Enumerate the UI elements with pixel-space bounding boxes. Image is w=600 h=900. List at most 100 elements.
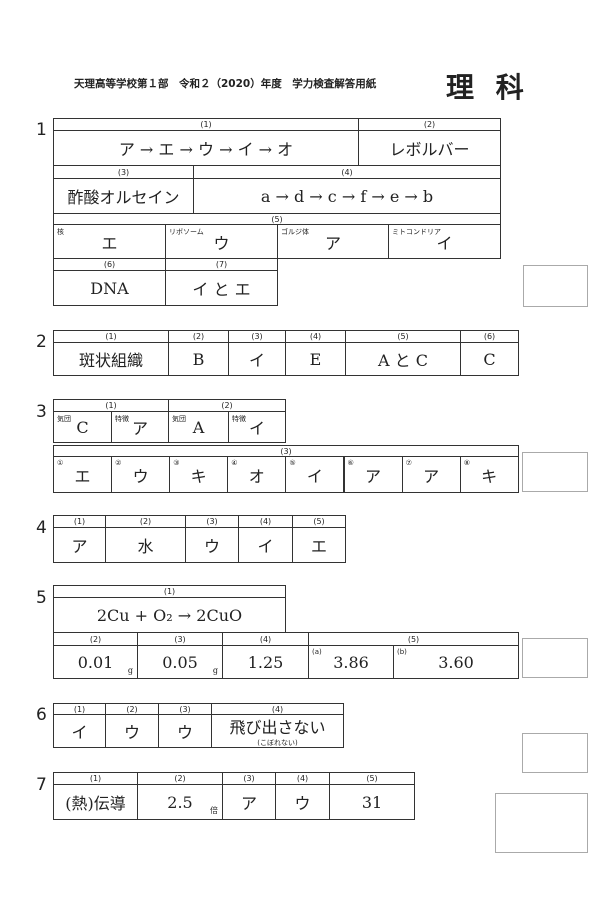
answer-text: ウ — [203, 537, 220, 556]
sub-label: ミトコンドリア — [392, 228, 441, 236]
answer-cell: E — [285, 342, 346, 376]
answer-cell: DNA — [53, 270, 166, 306]
sub-label: ③ — [173, 459, 180, 467]
answer-text: 酢酸オルセイン — [67, 188, 180, 207]
unit-label: g — [127, 666, 133, 675]
answer-text: イ — [257, 537, 274, 556]
question-label: (4) — [222, 632, 309, 646]
answer-cell: エ — [292, 527, 346, 563]
answer-text: C — [76, 417, 89, 437]
answer-text: E — [309, 349, 322, 369]
answer-cell: アゴルジ体 — [277, 224, 389, 259]
answer-text: ウ — [294, 794, 311, 813]
answer-text: エ — [101, 233, 118, 253]
score-box[interactable] — [523, 265, 588, 307]
question-number: 7 — [36, 775, 47, 795]
answer-text: 2.5 — [167, 792, 193, 812]
sub-label: ⑤ — [289, 459, 296, 467]
sub-label: ① — [57, 459, 64, 467]
answer-cell: B — [168, 342, 229, 376]
answer-cell: イ と エ — [165, 270, 278, 306]
answer-cell: イ — [53, 714, 106, 748]
answer-text: レボルバー — [389, 140, 470, 159]
answer-text: エ — [310, 537, 327, 556]
sub-label: ⑧ — [463, 459, 470, 467]
answer-cell: (熱)伝導 — [53, 784, 138, 820]
sub-label: 特徴 — [232, 415, 246, 423]
answer-text: A と C — [378, 351, 428, 370]
answer-cell: 斑状組織 — [53, 342, 169, 376]
answer-text: オ — [248, 466, 265, 486]
answer-text: ア — [364, 466, 381, 486]
answer-cell: ア — [222, 784, 276, 820]
sub-label: ④ — [231, 459, 238, 467]
answer-cell: エ核 — [53, 224, 166, 259]
answer-text: (熱)伝導 — [65, 794, 126, 813]
sub-label: (a) — [312, 648, 322, 656]
sub-label: 気団 — [57, 415, 71, 423]
question-number: 3 — [36, 402, 47, 422]
answer-cell: 1.25 — [222, 645, 309, 679]
score-box[interactable] — [522, 733, 588, 773]
answer-text: C — [483, 349, 496, 369]
answer-text: ア — [423, 466, 440, 486]
answer-cell: イミトコンドリア — [388, 224, 501, 259]
question-label: (4) — [193, 165, 501, 179]
answer-cell: ウ — [105, 714, 159, 748]
score-box[interactable] — [522, 638, 588, 678]
answer-cell: 0.01 g — [53, 645, 138, 679]
answer-text: 0.05 — [162, 652, 198, 672]
answer-cell: イ特徴 — [228, 411, 286, 443]
answer-text: エ — [74, 466, 91, 486]
answer-text: 水 — [137, 537, 154, 556]
answer-cell: 水 — [105, 527, 186, 563]
question-label: (2) — [53, 632, 138, 646]
answer-text: ア — [131, 419, 148, 438]
answer-cell: 3.86 (a) — [308, 645, 394, 679]
question-number: 6 — [36, 705, 47, 725]
sub-label: (b) — [397, 648, 407, 656]
sheet-title: 天理高等学校第１部 令和２（2020）年度 学力検査解答用紙 — [74, 78, 377, 90]
answer-text: 3.86 — [333, 652, 369, 672]
answer-text: 飛び出さない — [229, 718, 326, 737]
answer-cell: C 気団 — [53, 411, 112, 443]
answer-text: ア — [71, 537, 88, 556]
question-number: 1 — [36, 120, 47, 140]
answer-note: (こぼれない) — [257, 739, 298, 747]
question-label: (3) — [137, 632, 223, 646]
score-box[interactable] — [522, 452, 588, 492]
score-box[interactable] — [495, 793, 588, 853]
sub-label: ⑥ — [347, 459, 354, 467]
answer-cell: ア → エ → ウ → イ → オ — [53, 130, 359, 166]
question-number: 4 — [36, 518, 47, 538]
sub-label: ② — [115, 459, 122, 467]
answer-text: ウ — [213, 233, 230, 253]
answer-cell: C — [460, 342, 519, 376]
answer-text: キ — [481, 466, 498, 486]
answer-text: イ — [306, 466, 323, 486]
answer-cell: 酢酸オルセイン — [53, 178, 194, 214]
answer-cell: ア — [53, 527, 106, 563]
answer-cell: 2Cu + O₂ → 2CuO — [53, 597, 286, 633]
question-number: 2 — [36, 332, 47, 352]
answer-cell: A と C — [345, 342, 461, 376]
question-number: 5 — [36, 588, 47, 608]
answer-text: イ — [71, 723, 88, 742]
answer-text: 31 — [361, 792, 383, 812]
answer-text: イ — [248, 419, 265, 438]
answer-text: ウ — [176, 723, 193, 742]
answer-text: ア — [324, 233, 341, 253]
answer-text: A — [192, 417, 205, 437]
answer-cell: イ — [228, 342, 286, 376]
subject-title: 理 科 — [446, 71, 530, 104]
answer-text: DNA — [90, 278, 129, 298]
answer-text: 0.01 — [77, 652, 114, 672]
